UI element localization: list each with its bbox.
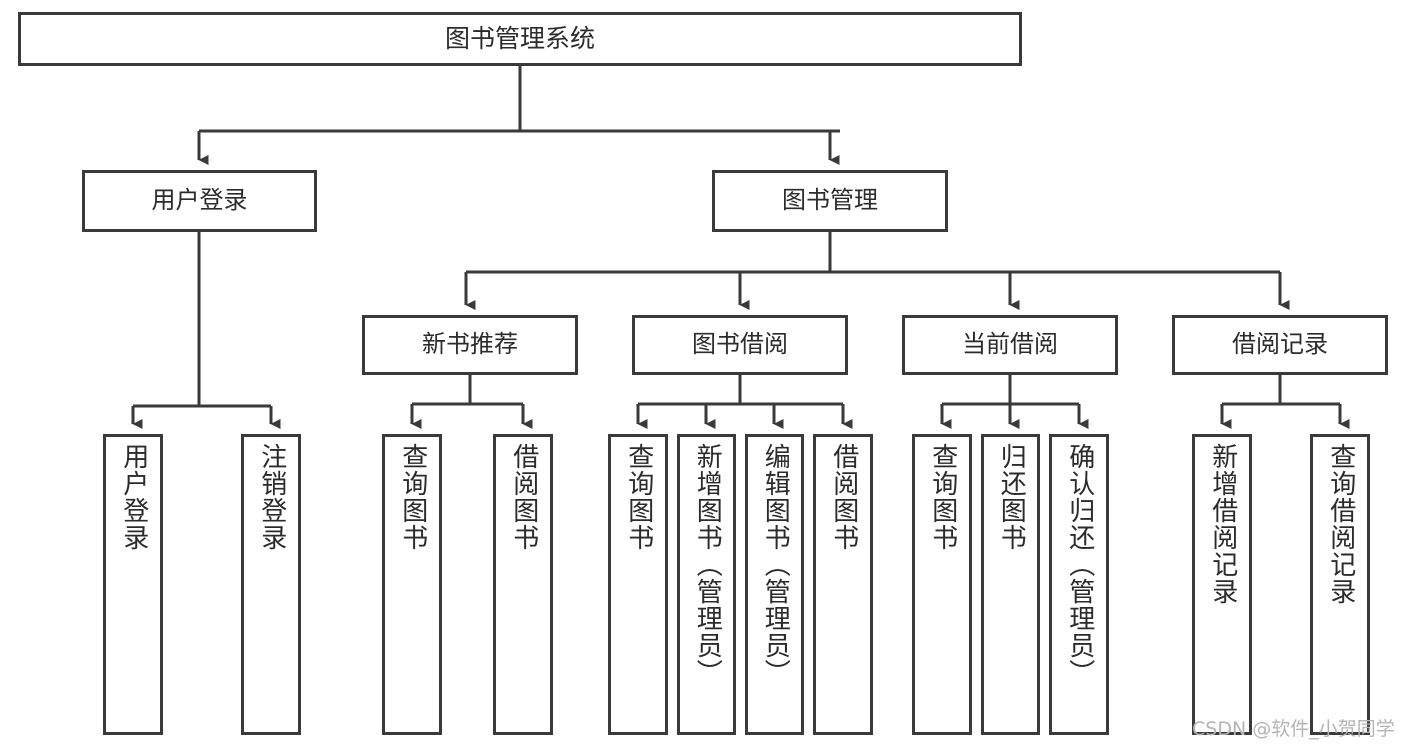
node-label: 图书管理: [782, 186, 878, 215]
node-label: 用户登录: [118, 443, 149, 551]
leaf-borrow-borrow-book[interactable]: 借阅图书: [813, 434, 873, 735]
node-user-login[interactable]: 用户登录: [82, 170, 317, 232]
leaf-borrow-query-book[interactable]: 查询图书: [608, 434, 668, 735]
leaf-recommend-borrow-book[interactable]: 借阅图书: [493, 434, 553, 735]
node-label: 新增图书（管理员）: [692, 443, 723, 686]
leaf-record-query-record[interactable]: 查询借阅记录: [1310, 434, 1370, 735]
leaf-record-add-record[interactable]: 新增借阅记录: [1192, 434, 1252, 735]
leaf-current-return-book[interactable]: 归还图书: [981, 434, 1040, 735]
node-book-management[interactable]: 图书管理: [712, 170, 948, 232]
node-label: 图书管理系统: [444, 23, 595, 53]
node-label: 借阅记录: [1232, 330, 1328, 359]
node-book-borrow[interactable]: 图书借阅: [632, 315, 848, 375]
node-label: 查询图书: [927, 443, 958, 551]
node-label: 编辑图书（管理员）: [760, 443, 791, 686]
node-label: 新书推荐: [422, 330, 518, 359]
watermark-text: CSDN @软件_小贺同学: [1192, 718, 1395, 740]
node-label: 当前借阅: [962, 330, 1058, 359]
node-label: 用户登录: [151, 186, 248, 215]
node-label: 查询图书: [397, 443, 428, 551]
node-current-borrow[interactable]: 当前借阅: [902, 315, 1118, 375]
node-label: 查询借阅记录: [1325, 443, 1356, 605]
node-label: 注销登录: [256, 443, 287, 551]
leaf-borrow-edit-book[interactable]: 编辑图书（管理员）: [745, 434, 804, 735]
node-label: 确认归还（管理员）: [1064, 443, 1095, 686]
node-label: 借阅图书: [508, 443, 539, 551]
node-label: 借阅图书: [828, 443, 859, 551]
leaf-current-query-book[interactable]: 查询图书: [912, 434, 972, 735]
leaf-user-login-login[interactable]: 用户登录: [103, 434, 163, 735]
node-borrow-record[interactable]: 借阅记录: [1172, 315, 1388, 375]
node-label: 查询图书: [623, 443, 654, 551]
node-label: 图书借阅: [692, 330, 788, 359]
node-label: 新增借阅记录: [1207, 443, 1238, 605]
leaf-current-confirm-return[interactable]: 确认归还（管理员）: [1049, 434, 1109, 735]
leaf-user-login-logout[interactable]: 注销登录: [241, 434, 301, 735]
node-new-book-recommend[interactable]: 新书推荐: [362, 315, 578, 375]
leaf-borrow-add-book[interactable]: 新增图书（管理员）: [677, 434, 736, 735]
node-label: 归还图书: [996, 443, 1027, 551]
leaf-recommend-query-book[interactable]: 查询图书: [382, 434, 442, 735]
node-root-system[interactable]: 图书管理系统: [18, 12, 1022, 66]
